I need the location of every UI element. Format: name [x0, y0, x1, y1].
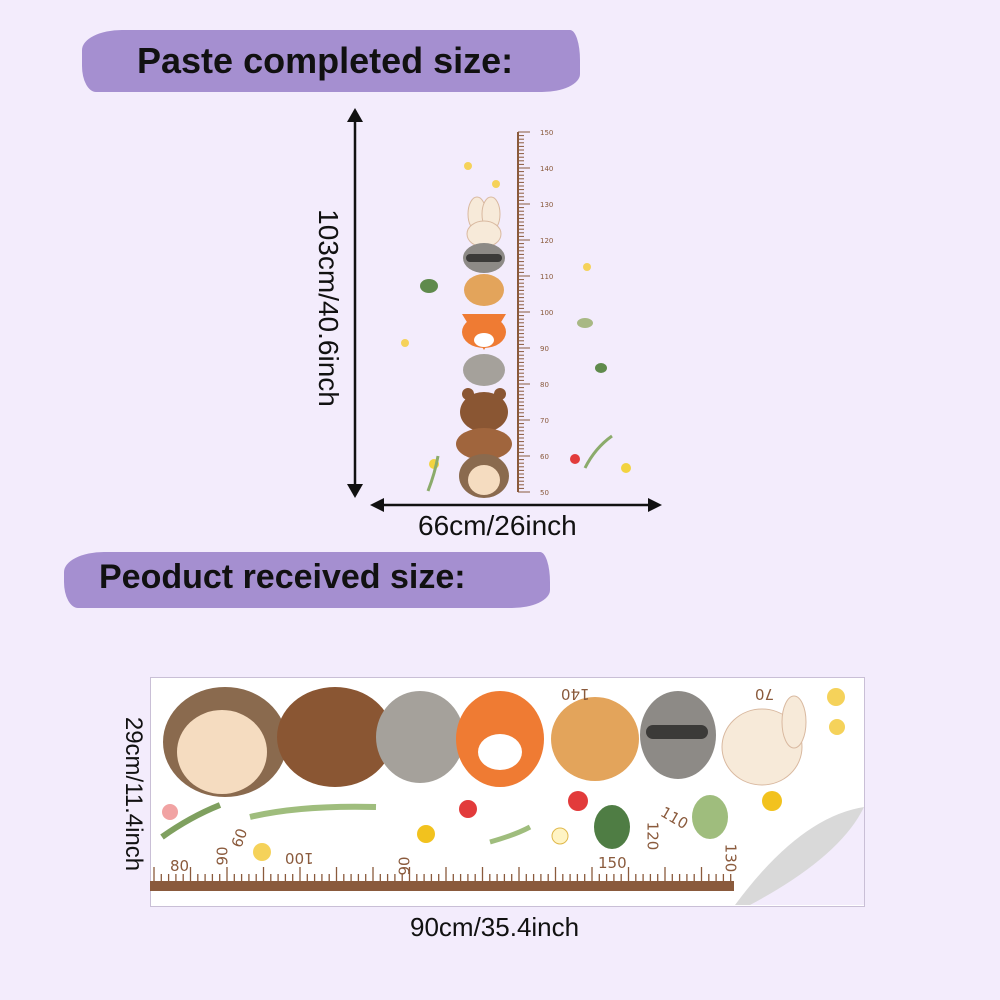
width-label-top: 66cm/26inch: [418, 510, 577, 541]
product-received-title: Peoduct received size:: [99, 558, 466, 596]
deer-icon: [464, 274, 504, 306]
strip-label-80: 80: [170, 857, 190, 875]
flower-icon: [162, 791, 782, 845]
sticker-sheet-art: [150, 687, 864, 905]
leaf-icon: [160, 795, 728, 849]
paste-completed-title: Paste completed size:: [137, 40, 514, 81]
bear-icon: [456, 388, 512, 460]
height-label-bottom: 29cm/11.4inch: [120, 716, 147, 872]
rabbit-icon: [721, 695, 807, 786]
width-label-bottom: 90cm/35.4inch: [410, 912, 580, 942]
strip-labels: 80 90 100 06 150 130 140 70 60 110 120: [150, 677, 863, 905]
hedgehog-icon: [459, 454, 509, 498]
strip-label-06: 06: [394, 856, 413, 876]
strip-label-100: 100: [285, 849, 314, 867]
title-brush-bottom: [64, 552, 550, 608]
strip-label-90: 90: [213, 846, 232, 866]
height-label-top: 103cm/40.6inch: [313, 209, 344, 407]
peel-corner: [735, 807, 864, 905]
strip-label-150: 150: [598, 854, 627, 872]
ruler-tick-label: 150: [540, 129, 553, 137]
strip-label-140: 140: [561, 685, 590, 703]
height-arrow: [347, 108, 363, 498]
ruler-strip: [150, 881, 734, 891]
deer-icon: [551, 697, 639, 781]
star-icon: [253, 688, 845, 861]
strip-label-110: 110: [657, 803, 692, 833]
fox-icon: [456, 691, 544, 787]
ruler-tick-label: 90: [540, 345, 549, 353]
ruler-tick-label: 100: [540, 309, 553, 317]
ruler-tick-label: 110: [540, 273, 553, 281]
strip-label-70: 70: [755, 685, 775, 703]
wolf-icon: [463, 354, 505, 386]
fox-icon: [462, 314, 506, 350]
ruler-tick-label: 120: [540, 237, 553, 245]
ruler-tick-label: 130: [540, 201, 553, 209]
ruler-tick-label: 140: [540, 165, 553, 173]
width-arrow: [370, 498, 662, 512]
ruler-tick-label: 50: [540, 489, 549, 497]
raccoon-icon: [640, 691, 716, 779]
vertical-ruler: 150 140 130 120 110 100 90 80 70 60 50: [517, 129, 553, 497]
ruler-tick-label: 60: [540, 453, 549, 461]
ruler-strip-ticks: [153, 867, 732, 881]
star-icon: [401, 162, 591, 347]
raccoon-icon: [463, 243, 505, 273]
rabbit-icon: [466, 196, 502, 248]
strip-label-120: 120: [643, 821, 662, 851]
growth-chart-illustration: 150 140 130 120 110 100 90 80 70 60 50: [401, 129, 631, 498]
ruler-tick-label: 80: [540, 381, 549, 389]
title-brush-top: [82, 30, 580, 92]
strip-label-130: 130: [721, 843, 740, 873]
flower-icon: [429, 454, 631, 473]
ruler-tick-label: 70: [540, 417, 549, 425]
leaf-icon: [420, 279, 613, 492]
wolf-icon: [376, 691, 464, 783]
bear-icon: [277, 687, 393, 787]
hedgehog-icon: [163, 687, 287, 797]
